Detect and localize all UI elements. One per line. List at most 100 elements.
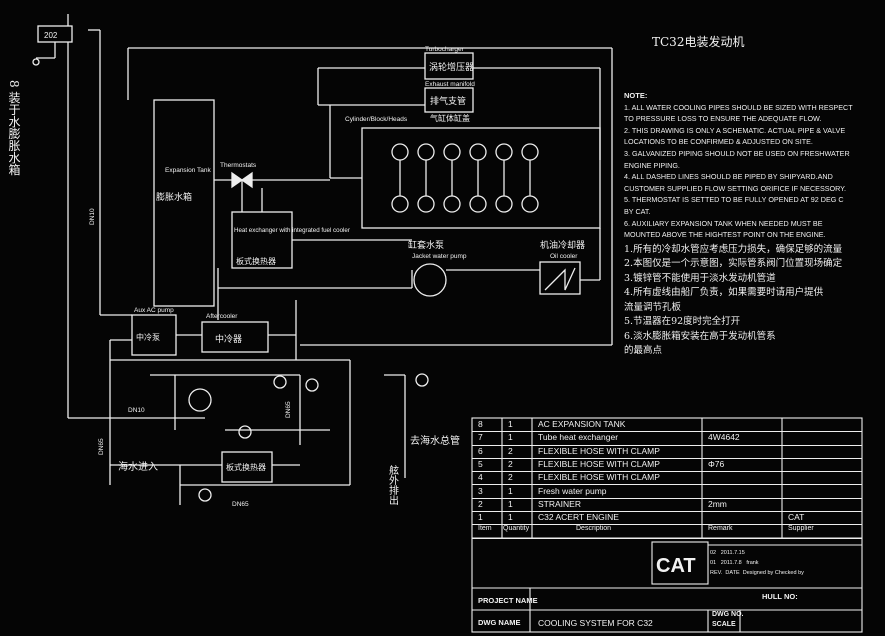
cell-qty: 2 (508, 445, 513, 456)
cell-item: 1 (478, 512, 483, 523)
note-zh-line: 5.节温器在92度时完全打开 (624, 316, 741, 328)
note-zh-line: 的最高点 (624, 345, 663, 357)
parts-table: 8 1 AC EXPANSION TANK 7 1 Tube heat exch… (472, 418, 862, 632)
rev-date: 2011.7.8 (720, 560, 742, 566)
aux-ac-pump-zh: 中冷泵 (136, 332, 160, 342)
cell-item: 6 (478, 445, 483, 456)
expansion-tank-label: Expansion Tank (165, 167, 212, 174)
cell-desc: FLEXIBLE HOSE WITH CLAMP (538, 472, 660, 483)
note-en-line: TO PRESSURE LOSS TO ENSURE THE ADEQUATE … (624, 114, 822, 124)
cell-remark: 2mm (708, 498, 727, 509)
table-row: 2 1 STRAINER 2mm (472, 498, 862, 513)
table-header: Item Quantity Description Remark Supplie… (472, 524, 862, 539)
rev-date: 2011.7.15 (720, 550, 745, 556)
cell-qty: 1 (508, 485, 513, 496)
cell-remark: 4W4642 (708, 432, 740, 443)
cell-item: 5 (478, 458, 483, 469)
turbocharger-zh: 涡轮增压器 (429, 61, 474, 73)
cell-qty: 1 (508, 419, 513, 429)
exhaust-manifold-zh: 排气支管 (430, 95, 466, 107)
table-row: 8 1 AC EXPANSION TANK (472, 418, 862, 433)
oil-cooler-zh: 机油冷却器 (540, 239, 585, 251)
exhaust-manifold-label: Exhaust manifold (425, 81, 475, 88)
table-row: 3 1 Fresh water pump (472, 485, 862, 499)
jacket-pump-zh: 缸套水泵 (408, 239, 444, 251)
notes-en: 1. ALL WATER COOLING PIPES SHOULD BE SIZ… (624, 102, 882, 241)
cell-item: 4 (478, 472, 483, 483)
header-item: Item (478, 525, 492, 533)
cell-remark: Φ76 (708, 458, 725, 469)
oil-cooler-label: Oil cooler (550, 253, 578, 260)
dn65-label-a: DN65 (98, 438, 105, 455)
revision-block: 02 2011.7.15 01 2011.7.8 frank REV. DATE… (710, 548, 804, 578)
header-supplier: Supplier (788, 525, 814, 533)
note-en-line: CUSTOMER SUPPLIED FLOW SETTING ORIFICE I… (624, 183, 847, 193)
note-en-line: 3. GALVANIZED PIPING SHOULD NOT BE USED … (624, 148, 850, 158)
aftercooler-box (201, 321, 269, 353)
rev-number: 01 (710, 560, 717, 566)
dn10-label-a: DN10 (89, 208, 96, 225)
cell-item: 8 (478, 419, 483, 429)
expansion-tank-zh: 膨胀水箱 (156, 191, 192, 203)
note-en-line: 1. ALL WATER COOLING PIPES SHOULD BE SIZ… (624, 102, 853, 112)
cell-supplier: CAT (788, 512, 805, 523)
header-remark: Remark (708, 525, 733, 533)
rev-head-checked: Checked by (774, 570, 804, 576)
heat-exchanger-label: Heat exchanger with integrated fuel cool… (234, 227, 350, 234)
overboard-label: 舷外排出 (387, 464, 399, 505)
expansion-tank-box (153, 99, 215, 307)
table-row: 5 2 FLEXIBLE HOSE WITH CLAMP Φ76 (472, 458, 862, 473)
dwg-name-label: DWG NAME (478, 618, 521, 627)
cylinder-block-zh: 气缸体缸盖 (430, 113, 470, 123)
note-en-line: MOUNTED ABOVE THE HIGHTEST POINT ON THE … (624, 230, 826, 240)
cell-desc: C32 ACERT ENGINE (538, 512, 619, 523)
note-en-line: 5. THERMOSTAT IS SETTED TO BE FULLY OPEN… (624, 195, 844, 205)
table-row: 1 1 C32 ACERT ENGINE CAT (472, 511, 862, 526)
cell-qty: 1 (508, 498, 513, 509)
note-zh-line: 流量调节孔板 (624, 301, 682, 313)
aftercooler-zh: 中冷器 (215, 333, 242, 345)
header-desc: Description (576, 525, 612, 533)
dn65-label-b: DN65 (285, 401, 292, 418)
cell-qty: 2 (508, 458, 513, 469)
table-row: 7 1 Tube heat exchanger 4W4642 (472, 431, 862, 446)
notes-zh: 1.所有的冷却水管应考虑压力损失，确保足够的流量 2.本图仅是一个示意图，实际管… (624, 243, 882, 359)
cell-qty: 1 (508, 432, 513, 443)
seawater-in-label: 海水进入 (118, 460, 158, 473)
note-en-line: BY CAT. (624, 206, 651, 216)
hull-no-label: HULL NO: (762, 592, 798, 601)
cat-logo: CAT (656, 555, 696, 577)
aux-tank-note: 8 装于水膨胀水箱 (7, 80, 21, 175)
cell-item: 2 (478, 498, 483, 509)
rev-head-designed: Designed by (742, 570, 774, 576)
plate-hx-zh: 板式换热器 (226, 462, 266, 472)
cell-desc: Fresh water pump (538, 485, 607, 496)
exhaust-manifold-box (424, 87, 474, 113)
level-switch-label: 202 (44, 31, 58, 40)
notes-title: NOTE: (624, 91, 648, 100)
note-zh-line: 3.镀锌管不能使用于淡水发动机管道 (624, 272, 776, 284)
table-row: 6 2 FLEXIBLE HOSE WITH CLAMP (472, 445, 862, 459)
note-en-line: 2. THIS DRAWING IS ONLY A SCHEMATIC. ACT… (624, 125, 846, 135)
dwg-name-value: COOLING SYSTEM FOR C32 (538, 618, 653, 628)
cell-desc: STRAINER (538, 498, 581, 509)
note-zh-line: 2.本图仅是一个示意图，实际管系阀门位置现场确定 (624, 258, 843, 270)
jacket-pump-label: Jacket water pump (412, 253, 467, 260)
cell-qty: 2 (508, 472, 513, 483)
note-zh-line: 1.所有的冷却水管应考虑压力损失，确保足够的流量 (624, 243, 843, 255)
note-en-line: ENGINE PIPING. (624, 160, 680, 170)
note-zh-line: 6.淡水膨胀箱安装在高于发动机管系 (624, 330, 776, 342)
cylinder-circles (391, 143, 539, 213)
plate-hx-box (221, 451, 273, 483)
dwg-no-label: DWG NO. (712, 611, 744, 618)
cylinder-block-label: Cylinder/Block/Heads (345, 116, 408, 123)
cell-desc: FLEXIBLE HOSE WITH CLAMP (538, 458, 660, 469)
engine-note: TC32电装发动机 (652, 34, 744, 49)
note-en-line: 6. AUXILIARY EXPANSION TANK WHEN NEEDED … (624, 218, 823, 228)
note-en-line: LOCATIONS TO BE CONFIRMED & ADJUSTED ON … (624, 137, 813, 147)
turbocharger-label: Turbocharger (425, 46, 465, 53)
thermostats-label: Thermostats (220, 162, 257, 169)
rev-number: 02 (710, 550, 717, 556)
